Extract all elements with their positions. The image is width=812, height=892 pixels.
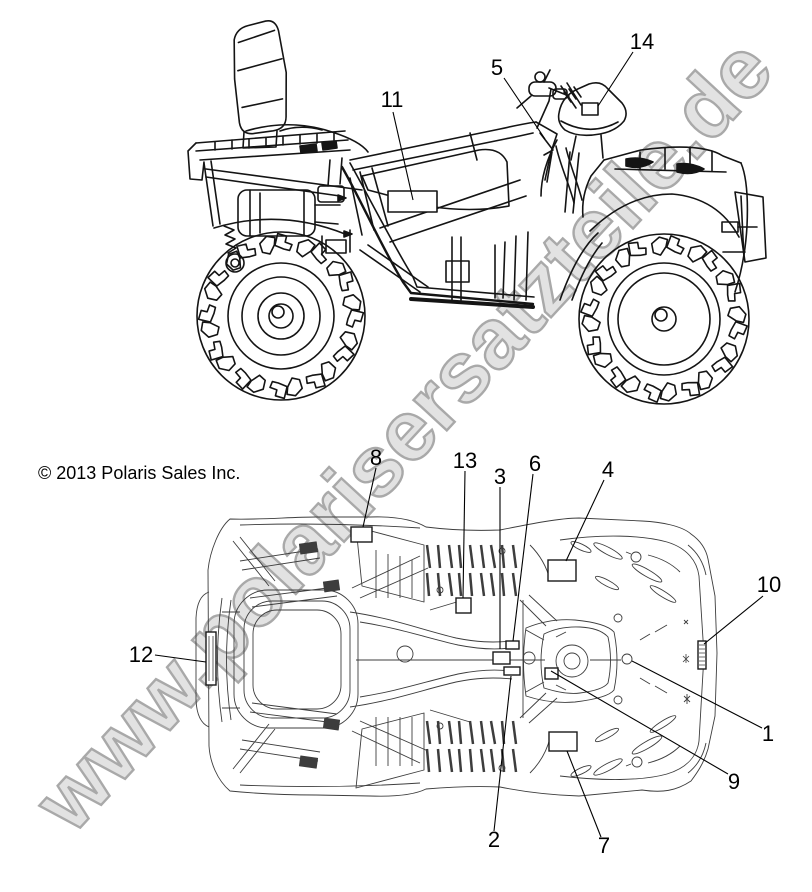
svg-text:8: 8 <box>370 445 382 470</box>
svg-text:6: 6 <box>529 451 541 476</box>
svg-text:10: 10 <box>757 572 781 597</box>
svg-text:14: 14 <box>630 29 654 54</box>
svg-text:12: 12 <box>129 642 153 667</box>
svg-text:© 2013 Polaris Sales Inc.: © 2013 Polaris Sales Inc. <box>38 463 240 483</box>
svg-text:4: 4 <box>602 457 614 482</box>
svg-text:13: 13 <box>453 448 477 473</box>
svg-text:1: 1 <box>762 721 774 746</box>
svg-text:11: 11 <box>381 87 404 112</box>
svg-text:9: 9 <box>728 769 740 794</box>
svg-text:5: 5 <box>491 55 503 80</box>
svg-text:3: 3 <box>494 464 506 489</box>
svg-text:2: 2 <box>488 827 500 852</box>
svg-text:7: 7 <box>598 833 610 858</box>
